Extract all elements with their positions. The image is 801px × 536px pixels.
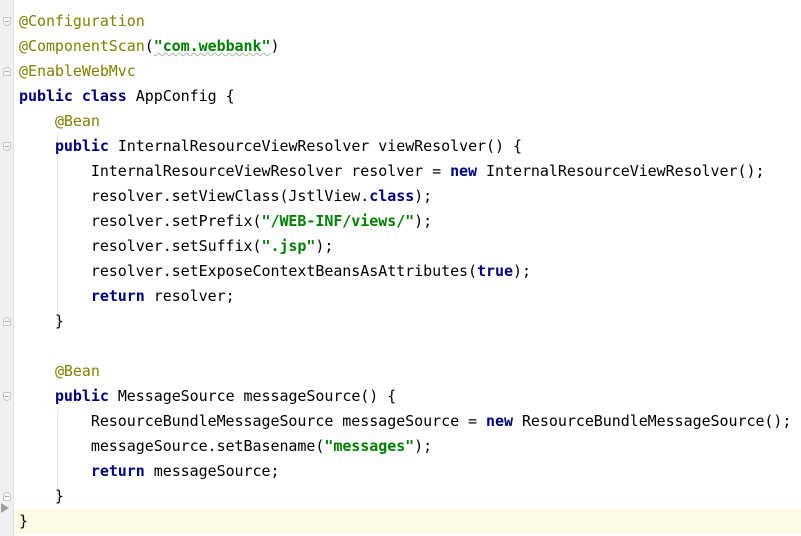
fold-icon[interactable]	[3, 142, 11, 151]
code-token: messageSource;	[153, 462, 280, 480]
code-token	[19, 137, 55, 155]
current-line-marker-icon	[1, 503, 9, 513]
code-token: InternalResourceViewResolver resolver =	[19, 162, 451, 180]
code-token: resolver.setViewClass(JstlView.	[19, 187, 370, 205]
code-token	[19, 287, 91, 305]
code-token: InternalResourceViewResolver();	[486, 162, 765, 180]
code-token: "/WEB-INF/views/"	[261, 212, 415, 230]
code-line[interactable]: resolver.setPrefix("/WEB-INF/views/");	[14, 209, 801, 234]
code-token: );	[414, 212, 433, 230]
code-token: InternalResourceViewResolver viewResolve…	[117, 137, 522, 155]
code-token: @EnableWebMvc	[19, 62, 136, 80]
code-line[interactable]: resolver.setExposeContextBeansAsAttribut…	[14, 259, 801, 284]
fold-icon[interactable]	[3, 17, 11, 26]
code-token	[19, 362, 55, 380]
code-token: resolver.setExposeContextBeansAsAttribut…	[19, 262, 478, 280]
code-token: true	[477, 262, 513, 280]
code-token: return	[90, 462, 154, 480]
code-token: @Bean	[54, 112, 100, 130]
code-token: ".jsp"	[261, 237, 316, 255]
code-token: );	[512, 262, 531, 280]
fold-icon[interactable]	[3, 67, 11, 76]
code-token: ResourceBundleMessageSource messageSourc…	[19, 412, 487, 430]
code-token: resolver.setPrefix(	[19, 212, 262, 230]
code-token	[19, 387, 55, 405]
code-token: )	[270, 37, 280, 55]
code-line[interactable]: }	[14, 509, 801, 534]
code-token: return	[90, 287, 154, 305]
code-line[interactable]: messageSource.setBasename("messages");	[14, 434, 801, 459]
editor-gutter	[0, 0, 14, 536]
code-line[interactable]: InternalResourceViewResolver resolver = …	[14, 159, 801, 184]
code-token	[19, 112, 55, 130]
code-token: class	[369, 187, 415, 205]
code-token: @Configuration	[19, 12, 145, 30]
code-token: );	[315, 237, 334, 255]
indent-guide	[57, 410, 58, 505]
code-token: messageSource.setBasename(	[19, 437, 325, 455]
fold-icon[interactable]	[3, 392, 11, 401]
code-token: public class	[19, 87, 136, 105]
code-line[interactable]: @Bean	[14, 359, 801, 384]
code-token: );	[414, 437, 433, 455]
code-line[interactable]: resolver.setViewClass(JstlView.class);	[14, 184, 801, 209]
code-line[interactable]: public class AppConfig {	[14, 84, 801, 109]
code-line[interactable]: public MessageSource messageSource() {	[14, 384, 801, 409]
code-token: public	[54, 387, 118, 405]
code-token: ResourceBundleMessageSource();	[521, 412, 792, 430]
code-line[interactable]: resolver.setSuffix(".jsp");	[14, 234, 801, 259]
code-line[interactable]: @ComponentScan("com.webbank")	[14, 34, 801, 59]
code-line[interactable]: return resolver;	[14, 284, 801, 309]
code-line[interactable]: return messageSource;	[14, 459, 801, 484]
code-token: }	[19, 487, 64, 505]
code-token: @ComponentScan	[19, 37, 145, 55]
code-token: resolver;	[153, 287, 235, 305]
code-line[interactable]: }	[14, 484, 801, 509]
code-token: new	[486, 412, 522, 430]
code-token: "com.webbank"	[153, 37, 271, 55]
code-line[interactable]: public InternalResourceViewResolver view…	[14, 134, 801, 159]
code-line[interactable]	[14, 334, 801, 359]
code-token: MessageSource messageSource() {	[117, 387, 397, 405]
indent-guide	[57, 135, 58, 330]
code-line[interactable]: @EnableWebMvc	[14, 59, 801, 84]
code-token: (	[144, 37, 154, 55]
code-token: @Bean	[54, 362, 100, 380]
code-token: AppConfig {	[135, 87, 235, 105]
code-token	[19, 462, 91, 480]
fold-icon[interactable]	[3, 492, 11, 501]
code-token: );	[414, 187, 433, 205]
code-line[interactable]: @Bean	[14, 109, 801, 134]
fold-icon[interactable]	[3, 317, 11, 326]
code-token: resolver.setSuffix(	[19, 237, 262, 255]
code-token: "messages"	[324, 437, 415, 455]
code-token: }	[19, 512, 28, 530]
code-token: public	[54, 137, 118, 155]
code-line[interactable]: }	[14, 309, 801, 334]
code-token: }	[19, 312, 64, 330]
code-editor[interactable]: @Configuration @ComponentScan("com.webban…	[14, 0, 801, 536]
code-line[interactable]: @Configuration	[14, 9, 801, 34]
code-token: new	[450, 162, 487, 180]
code-line[interactable]: ResourceBundleMessageSource messageSourc…	[14, 409, 801, 434]
